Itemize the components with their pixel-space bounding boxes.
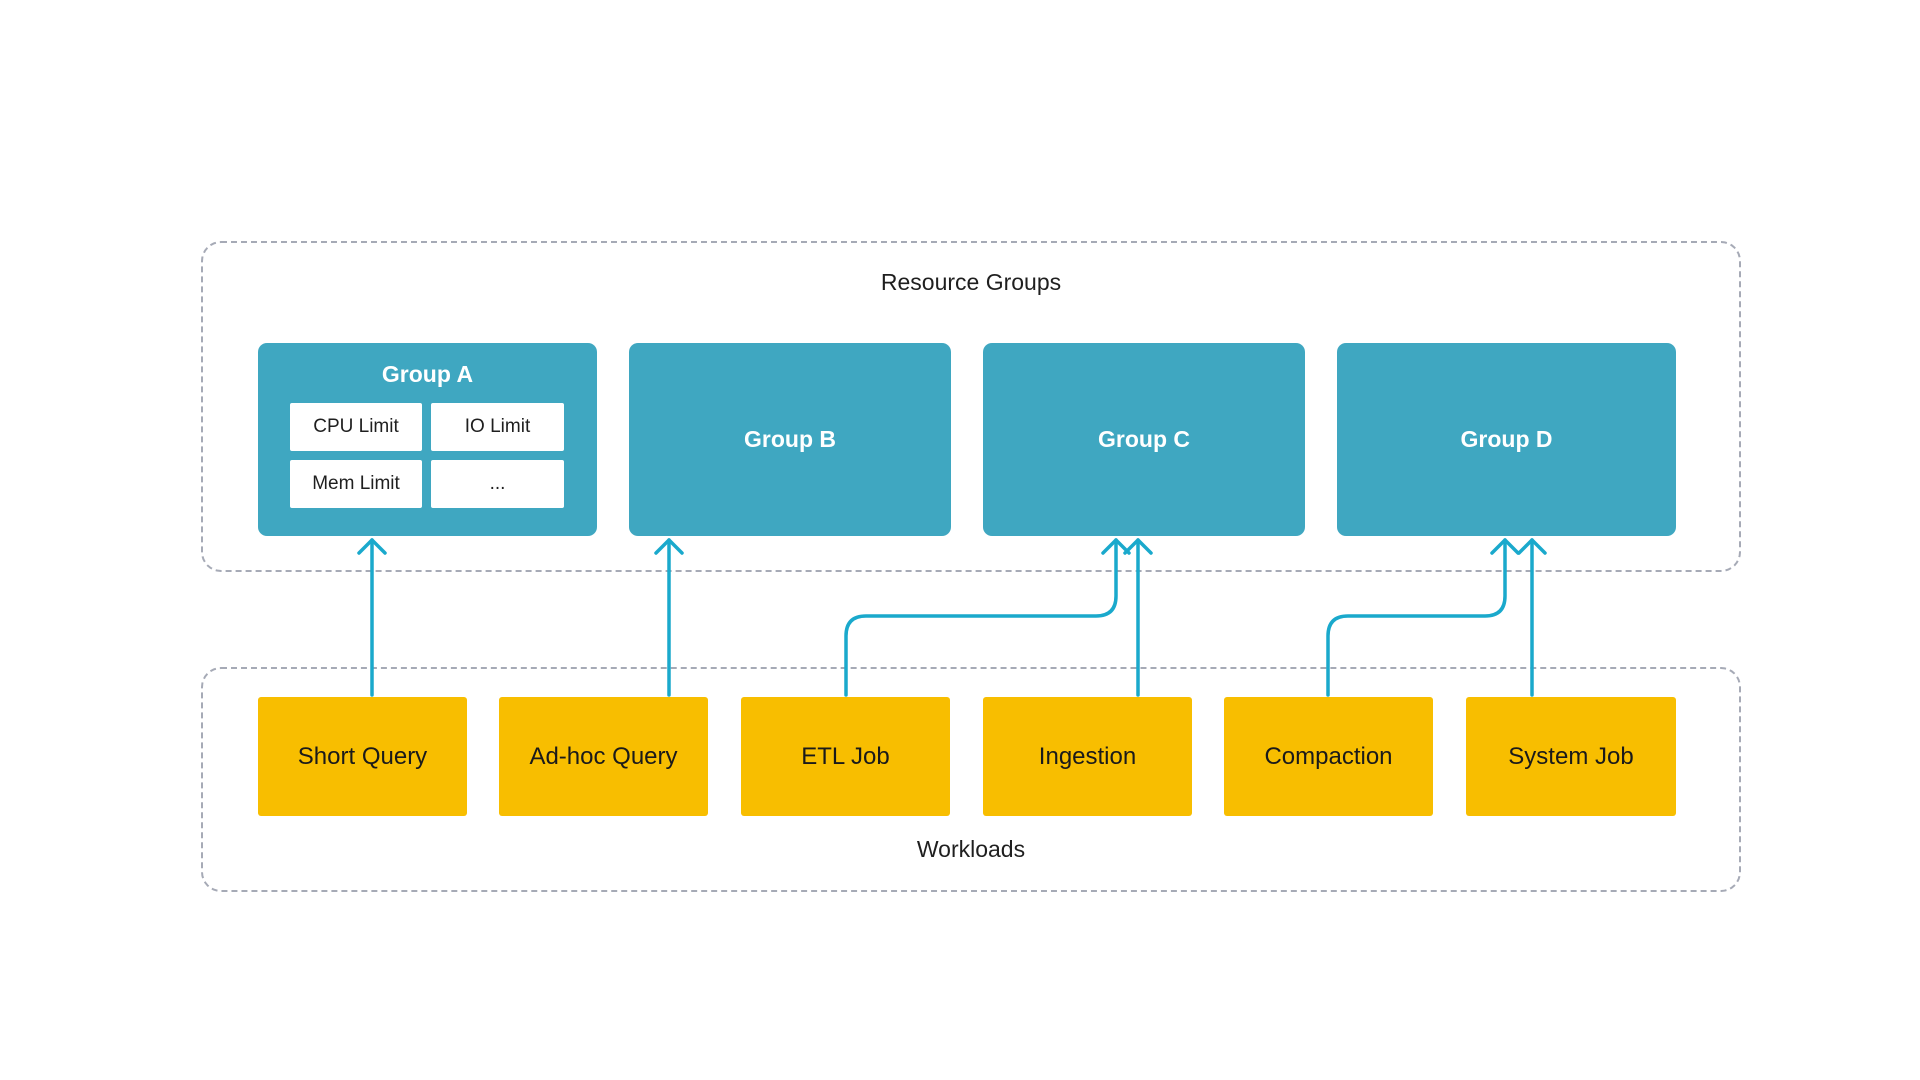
cpu-limit-box[interactable]: CPU Limit [290, 403, 422, 451]
group-d-box[interactable]: Group D [1337, 343, 1676, 536]
workload-system-job[interactable]: System Job [1466, 697, 1676, 816]
workloads-title: Workloads [916, 836, 1026, 862]
group-b-label: Group B [744, 426, 836, 452]
more-limits-box[interactable]: ... [431, 460, 564, 508]
workload-ingestion[interactable]: Ingestion [983, 697, 1192, 816]
group-c-box[interactable]: Group C [983, 343, 1305, 536]
workload-short-query[interactable]: Short Query [258, 697, 467, 816]
group-a-title: Group A [381, 361, 474, 387]
group-b-box[interactable]: Group B [629, 343, 951, 536]
workload-etl-job[interactable]: ETL Job [741, 697, 950, 816]
resource-groups-title: Resource Groups [880, 269, 1062, 295]
group-a-box[interactable]: Group A CPU Limit IO Limit Mem Limit ... [258, 343, 597, 536]
workload-adhoc-query[interactable]: Ad-hoc Query [499, 697, 708, 816]
workload-compaction[interactable]: Compaction [1224, 697, 1433, 816]
mem-limit-box[interactable]: Mem Limit [290, 460, 422, 508]
group-c-label: Group C [1098, 426, 1190, 452]
group-d-label: Group D [1460, 426, 1553, 452]
io-limit-box[interactable]: IO Limit [431, 403, 564, 451]
